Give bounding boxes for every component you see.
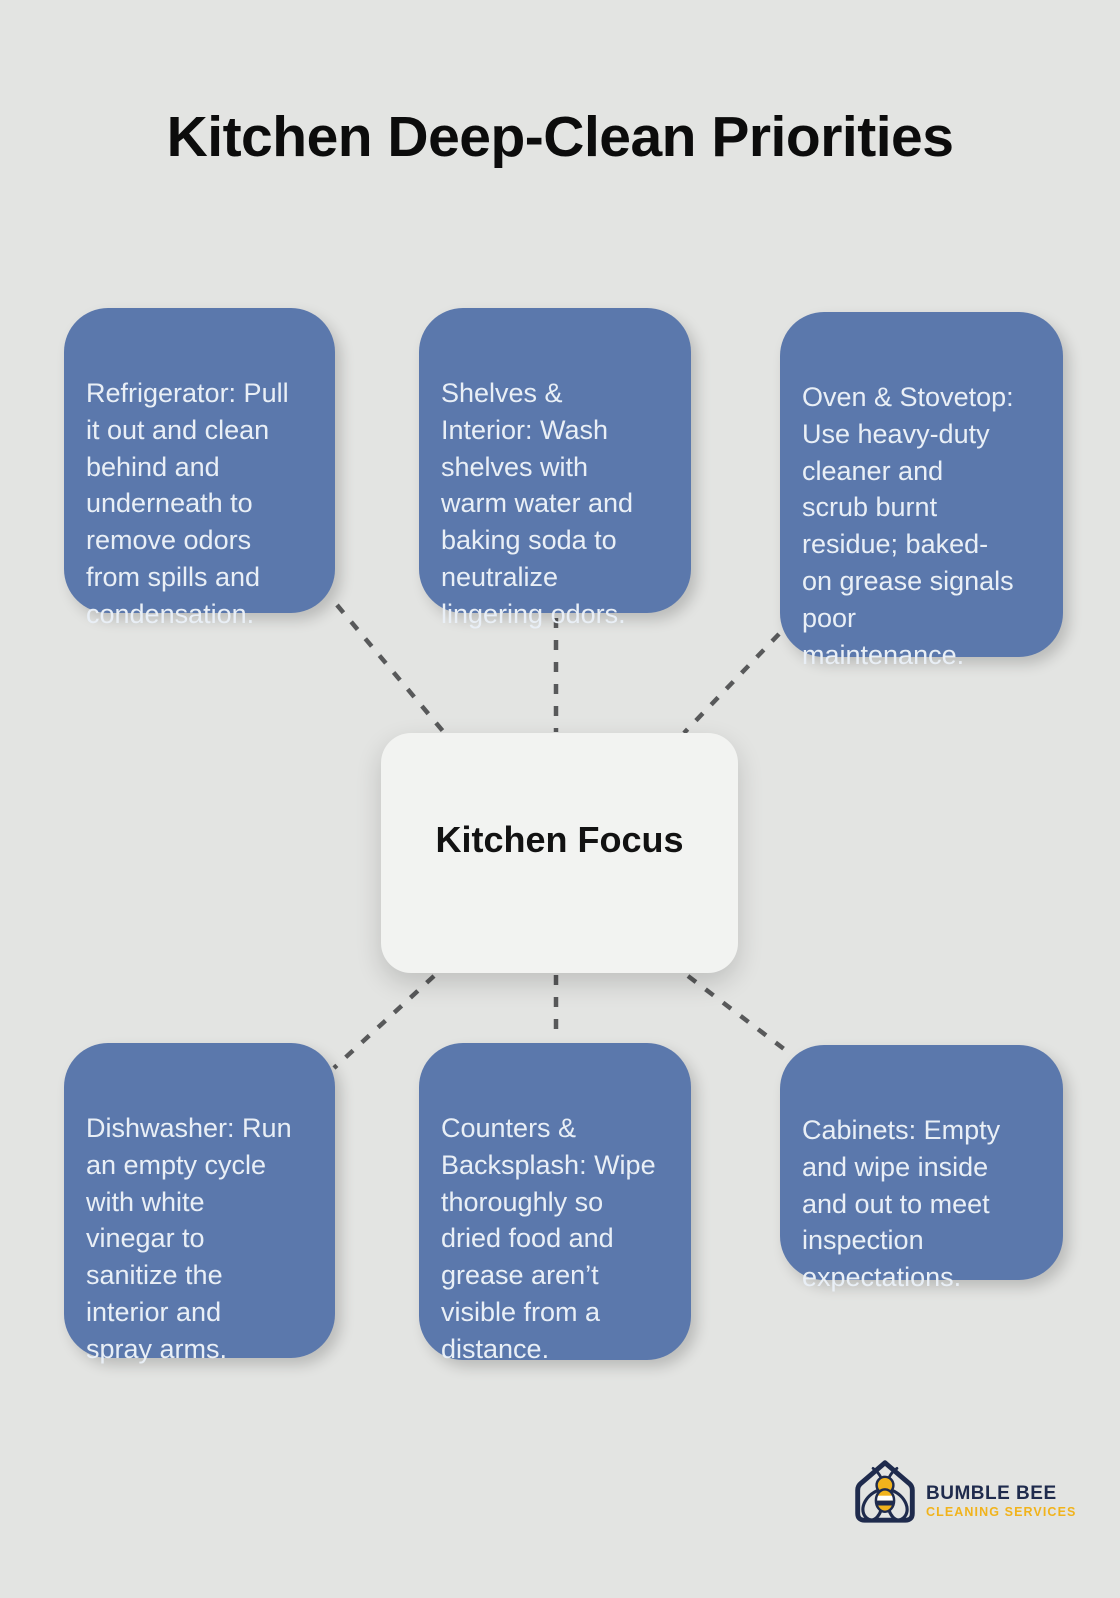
card-refrigerator-text: Refrigerator: Pull it out and clean behi… xyxy=(86,377,289,629)
card-counters-backsplash-text: Counters & Backsplash: Wipe thoroughly s… xyxy=(441,1112,656,1364)
card-oven-stovetop-text: Oven & Stovetop: Use heavy-duty cleaner … xyxy=(802,381,1014,670)
bee-in-house-icon xyxy=(855,1460,915,1523)
card-shelves-interior: Shelves & Interior: Wash shelves with wa… xyxy=(419,308,691,629)
logo-tagline: CLEANING SERVICES xyxy=(926,1505,1077,1519)
connector-bottom-left xyxy=(332,974,436,1070)
connector-top-right xyxy=(682,632,781,735)
page-title: Kitchen Deep-Clean Priorities xyxy=(166,105,954,169)
card-cabinets-text: Cabinets: Empty and wipe inside and out … xyxy=(802,1114,1001,1293)
card-dishwasher-text: Dishwasher: Run an empty cycle with whit… xyxy=(86,1112,292,1364)
logo-text: BUMBLE BEE CLEANING SERVICES xyxy=(926,1484,1076,1519)
card-cabinets: Cabinets: Empty and wipe inside and out … xyxy=(780,1045,1063,1292)
card-refrigerator: Refrigerator: Pull it out and clean behi… xyxy=(64,308,335,629)
connector-bottom-right xyxy=(686,974,790,1054)
card-shelves-interior-text: Shelves & Interior: Wash shelves with wa… xyxy=(441,377,634,629)
center-node-label: Kitchen Focus xyxy=(435,819,684,860)
logo-brand: BUMBLE BEE xyxy=(926,1483,1057,1504)
card-dishwasher: Dishwasher: Run an empty cycle with whit… xyxy=(64,1043,335,1364)
logo: BUMBLE BEE CLEANING SERVICES xyxy=(850,1456,1076,1534)
center-node: Kitchen Focus xyxy=(381,733,738,973)
card-counters-backsplash: Counters & Backsplash: Wipe thoroughly s… xyxy=(419,1043,691,1364)
connector-top-left xyxy=(335,603,449,738)
card-oven-stovetop: Oven & Stovetop: Use heavy-duty cleaner … xyxy=(780,312,1063,670)
